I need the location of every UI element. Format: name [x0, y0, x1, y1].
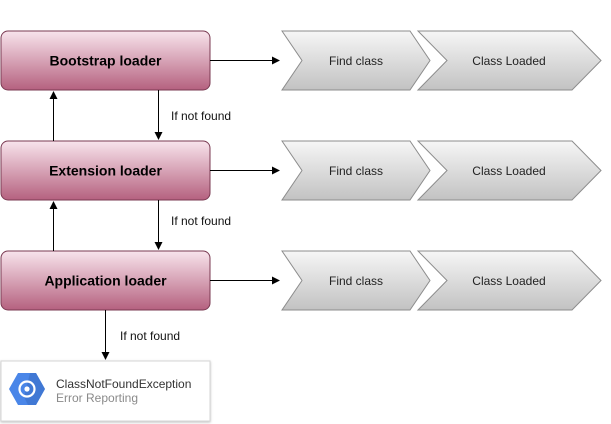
loader-row-bootstrap: Bootstrap loader Find class Class Loaded: [0, 30, 602, 91]
step-find-class-label-application: Find class: [329, 274, 383, 288]
error-reporting-card[interactable]: ClassNotFoundException Error Reporting: [0, 360, 211, 422]
error-card-subtitle: Error Reporting: [56, 391, 138, 405]
loader-row-extension: Extension loader Find class Class Loaded: [0, 140, 602, 201]
loader-row-application: Application loader Find class Class Load…: [0, 250, 602, 311]
edge-label-not-found-2: If not found: [171, 214, 231, 228]
step-find-class-application: [281, 250, 431, 311]
step-find-class-label-bootstrap: Find class: [329, 54, 383, 68]
edge-label-not-found-1: If not found: [171, 109, 231, 123]
step-class-loaded-application: [416, 250, 602, 311]
step-class-loaded-label-bootstrap: Class Loaded: [472, 54, 545, 68]
step-class-loaded-label-application: Class Loaded: [472, 274, 545, 288]
step-class-loaded-label-extension: Class Loaded: [472, 164, 545, 178]
step-class-loaded-bootstrap: [416, 30, 602, 91]
google-cloud-error-reporting-icon: [9, 373, 45, 405]
loader-label-extension: Extension loader: [49, 163, 162, 179]
step-find-class-extension: [281, 140, 431, 201]
step-find-class-bootstrap: [281, 30, 431, 91]
step-find-class-label-extension: Find class: [329, 164, 383, 178]
step-class-loaded-extension: [416, 140, 602, 201]
loader-label-application: Application loader: [44, 273, 167, 289]
error-card-title: ClassNotFoundException: [56, 377, 191, 391]
loader-label-bootstrap: Bootstrap loader: [49, 53, 162, 69]
edge-label-not-found-3: If not found: [120, 329, 180, 343]
